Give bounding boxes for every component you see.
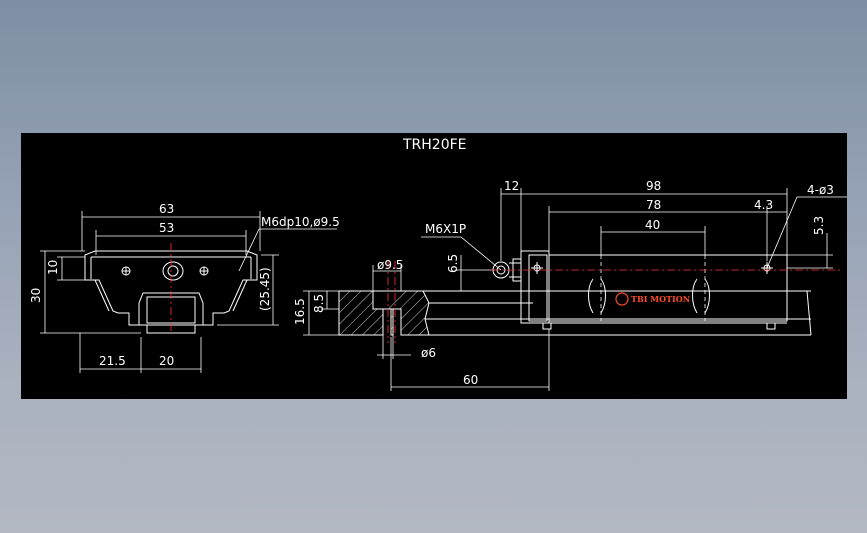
hole-callout: 4-ø3: [807, 183, 834, 197]
grease-nipple-callout: M6X1P: [425, 222, 466, 236]
dim-rail-offset-21-5: 21.5: [99, 354, 126, 368]
dim-end-12: 12: [504, 179, 519, 193]
front-block-outline: [84, 250, 258, 326]
dim-rail-width-20: 20: [159, 354, 174, 368]
dim-end-offset-4-3: 4.3: [754, 198, 773, 212]
dim-cbore-depth-8-5: 8.5: [312, 294, 326, 313]
rail-section-view: ø9.5 ø6 16.5 8.5 60: [293, 258, 812, 391]
side-block-body: [548, 254, 788, 322]
dim-height-30: 30: [29, 288, 43, 303]
dim-rail-height-16-5: 16.5: [293, 298, 307, 325]
front-view: 63 53 M6dp10,ø9.5 10 30 (25.45) 21.5 20: [29, 202, 340, 373]
side-view: TBI MOTION M6X1P 6.5 12 98 78 4.3 40 4-ø…: [421, 179, 847, 330]
dim-hole-6: ø6: [421, 346, 436, 360]
dim-height-25-45: (25.45): [258, 267, 272, 311]
dim-height-10: 10: [46, 260, 60, 275]
dim-cbore-9-5: ø9.5: [377, 258, 403, 272]
tbi-logo-icon: [615, 292, 629, 306]
dim-grease-height-6-5: 6.5: [446, 254, 460, 273]
rail-section-hatch: [338, 290, 384, 336]
dim-hole-pitch-40: 40: [645, 218, 660, 232]
dim-body-length-78: 78: [646, 198, 661, 212]
tap-callout: M6dp10,ø9.5: [261, 215, 340, 229]
dim-pitch-60: 60: [463, 373, 478, 387]
dim-width-53: 53: [159, 221, 174, 235]
drawing-title: TRH20FE: [402, 137, 467, 153]
dim-side-offset-5-3: 5.3: [812, 216, 826, 235]
dim-block-length-98: 98: [646, 179, 661, 193]
drawing-canvas: TRH20FE 63 53 M6dp10,ø9.5 10 30: [21, 133, 847, 399]
brand-logo: TBI MOTION: [631, 294, 690, 304]
dim-width-63: 63: [159, 202, 174, 216]
